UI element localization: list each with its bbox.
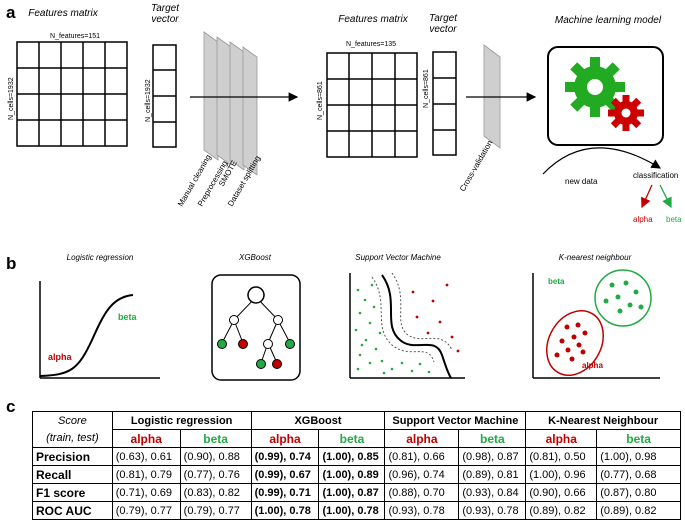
panel-a-letter: a — [6, 3, 16, 22]
features-matrix-2-title: Features matrix — [338, 14, 408, 25]
class-header-alpha: alpha — [384, 429, 460, 448]
metric-label: Precision — [32, 447, 113, 466]
class-header-beta: beta — [179, 429, 252, 448]
table-cell: (0.63), 0.61 — [111, 447, 181, 466]
xgboost-tree — [211, 274, 301, 381]
table-cell: (0.98), 0.87 — [458, 447, 527, 466]
classification-label: classification — [633, 171, 679, 180]
panel-c-letter: c — [6, 397, 16, 416]
features-matrix-2-grid — [326, 52, 418, 158]
table-cell: (0.99), 0.74 — [250, 447, 320, 466]
table-cell: (0.83), 0.82 — [179, 483, 252, 502]
class-header-alpha: alpha — [525, 429, 598, 448]
alpha-arrow — [641, 184, 653, 209]
class-header-alpha: alpha — [111, 429, 181, 448]
table-cell: (0.71), 0.69 — [111, 483, 181, 502]
target-vector-1-rows-label: N_cells=1932 — [145, 79, 152, 122]
features-matrix-1-title: Features matrix — [28, 8, 98, 19]
beta-arrow — [659, 184, 672, 209]
model-header-svm: Support Vector Machine — [384, 411, 527, 430]
features-matrix-1-cols-label: N_features=151 — [50, 33, 101, 40]
metric-label: Recall — [32, 465, 113, 484]
table-cell: (0.90), 0.66 — [525, 483, 598, 502]
table-cell: (0.93), 0.78 — [458, 501, 527, 520]
knn-plot — [532, 269, 660, 379]
red-gear-icon — [608, 95, 644, 131]
features-matrix-1-grid — [16, 41, 128, 147]
table-cell: (1.00), 0.78 — [250, 501, 320, 520]
table-cell: (0.93), 0.84 — [458, 483, 527, 502]
target-vector-2-title: Target vector — [429, 13, 457, 35]
logistic-alpha-label: alpha — [48, 352, 72, 362]
table-cell: (0.77), 0.68 — [596, 465, 681, 484]
new-data-label: new data — [565, 177, 598, 186]
class-header-beta: beta — [596, 429, 681, 448]
table-cell: (0.89), 0.82 — [525, 501, 598, 520]
green-gear-icon — [565, 57, 625, 117]
class-alpha-label: alpha — [633, 215, 653, 224]
table-row: F1 score (0.71), 0.69 (0.83), 0.82 (0.99… — [32, 483, 681, 502]
table-cell: (0.79), 0.77 — [179, 501, 252, 520]
logistic-beta-label: beta — [118, 312, 137, 322]
panel-a-diagram: N_cells=1932 N_cells=1932 Manual cleanin… — [8, 31, 672, 209]
table-cell: (1.00), 0.89 — [318, 465, 386, 484]
table-cell: (0.81), 0.79 — [111, 465, 181, 484]
class-beta-label: beta — [666, 215, 682, 224]
table-cell: (0.99), 0.67 — [250, 465, 320, 484]
cross-validation-label: Cross-validation — [458, 139, 494, 193]
target-vector-2-rows-label: N_cells=861 — [423, 69, 430, 108]
metric-label: ROC AUC — [32, 501, 113, 520]
target-vector-1-grid — [152, 44, 177, 148]
table-cell: (0.93), 0.78 — [384, 501, 460, 520]
table-cell: (0.81), 0.66 — [384, 447, 460, 466]
table-row: ROC AUC (0.79), 0.77 (0.79), 0.77 (1.00)… — [32, 501, 681, 520]
panel-b-diagram — [39, 269, 660, 381]
target-vector-2-grid — [432, 51, 457, 156]
metric-label: F1 score — [32, 483, 113, 502]
table-cell: (0.87), 0.80 — [596, 483, 681, 502]
logistic-title: Logistic regression — [66, 253, 134, 262]
score-header: Score — [32, 411, 113, 430]
class-header-beta: beta — [458, 429, 527, 448]
table-cell: (1.00), 0.96 — [525, 465, 598, 484]
class-header-beta: beta — [318, 429, 386, 448]
table-cell: (1.00), 0.85 — [318, 447, 386, 466]
table-cell: (0.99), 0.71 — [250, 483, 320, 502]
score-subheader: (train, test) — [32, 429, 113, 448]
model-header-logistic: Logistic regression — [111, 411, 252, 430]
table-cell: (0.81), 0.50 — [525, 447, 598, 466]
new-data-arrow — [542, 147, 662, 175]
model-box — [547, 46, 664, 146]
preprocess-sheets — [203, 31, 258, 176]
model-header-xgboost: XGBoost — [250, 411, 386, 430]
class-header-alpha: alpha — [250, 429, 320, 448]
knn-title: K-nearest neighbour — [558, 253, 632, 262]
svm-plot — [349, 272, 465, 379]
table-row: Recall (0.81), 0.79 (0.77), 0.76 (0.99),… — [32, 465, 681, 484]
table-cell: (1.00), 0.78 — [318, 501, 386, 520]
table-cell: (0.89), 0.82 — [596, 501, 681, 520]
table-cell: (0.89), 0.81 — [458, 465, 527, 484]
table-cell: (0.88), 0.70 — [384, 483, 460, 502]
model-header-knn: K-Nearest Neighbour — [525, 411, 681, 430]
logistic-plot — [39, 281, 160, 379]
target-vector-1-title: Target vector — [151, 3, 179, 25]
features-matrix-2-rows-label: N_cells=861 — [317, 81, 324, 120]
panel-b-letter: b — [6, 254, 17, 273]
features-matrix-1-rows-label: N_cells=1932 — [8, 77, 15, 120]
table-cell: (0.96), 0.74 — [384, 465, 460, 484]
table-cell: (1.00), 0.98 — [596, 447, 681, 466]
table-cell: (0.77), 0.76 — [179, 465, 252, 484]
xgboost-title: XGBoost — [238, 253, 271, 262]
features-matrix-2-cols-label: N_features=135 — [346, 41, 397, 48]
model-title: Machine learning model — [554, 15, 662, 26]
svm-title: Support Vector Machine — [355, 253, 441, 262]
table-cell: (0.90), 0.88 — [179, 447, 252, 466]
knn-alpha-label: alpha — [582, 361, 603, 370]
table-cell: (0.79), 0.77 — [111, 501, 181, 520]
scores-table: Score Logistic regression XGBoost Suppor… — [32, 411, 681, 520]
knn-beta-label: beta — [548, 277, 565, 286]
table-cell: (1.00), 0.87 — [318, 483, 386, 502]
table-row: Precision (0.63), 0.61 (0.90), 0.88 (0.9… — [32, 447, 681, 466]
